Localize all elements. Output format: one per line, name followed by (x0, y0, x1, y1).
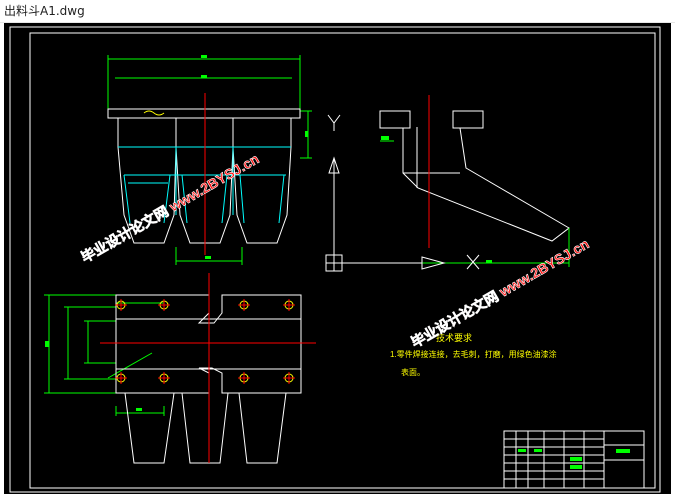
sheet-inner-frame (29, 32, 656, 489)
cad-drawing-svg: 技术要求 1.零件焊接连接，去毛刺，打磨，用绿色油漆涂 表面。 毕业设计论文网 … (9, 26, 661, 493)
tech-req-heading: 技术要求 (436, 332, 472, 343)
cad-drawing-canvas[interactable]: 技术要求 1.零件焊接连接，去毛刺，打磨，用绿色油漆涂 表面。 毕业设计论文网 … (4, 23, 671, 494)
front-view (107, 55, 312, 265)
ucs-icon (325, 114, 480, 272)
tech-req-line-1: 1.零件焊接连接，去毛刺，打磨，用绿色油漆涂 (390, 349, 557, 359)
watermark-2: 毕业设计论文网 www.2BYSJ.cn (408, 235, 592, 351)
watermark-1: 毕业设计论文网 www.2BYSJ.cn (78, 150, 262, 266)
window-title: 出料斗A1.dwg (4, 4, 85, 18)
technical-requirements: 技术要求 1.零件焊接连接，去毛刺，打磨，用绿色油漆涂 表面。 (390, 332, 557, 377)
svg-text:毕业设计论文网 www.2BYSJ.cn: 毕业设计论文网 www.2BYSJ.cn (408, 235, 591, 350)
side-view (325, 95, 570, 272)
window-titlebar: 出料斗A1.dwg (0, 0, 675, 23)
title-block (503, 430, 645, 489)
tech-req-line-2: 表面。 (401, 367, 425, 377)
sheet-outer-frame (9, 26, 661, 493)
svg-text:毕业设计论文网 www.2BYSJ.cn: 毕业设计论文网 www.2BYSJ.cn (78, 150, 261, 265)
plan-view (44, 273, 316, 464)
